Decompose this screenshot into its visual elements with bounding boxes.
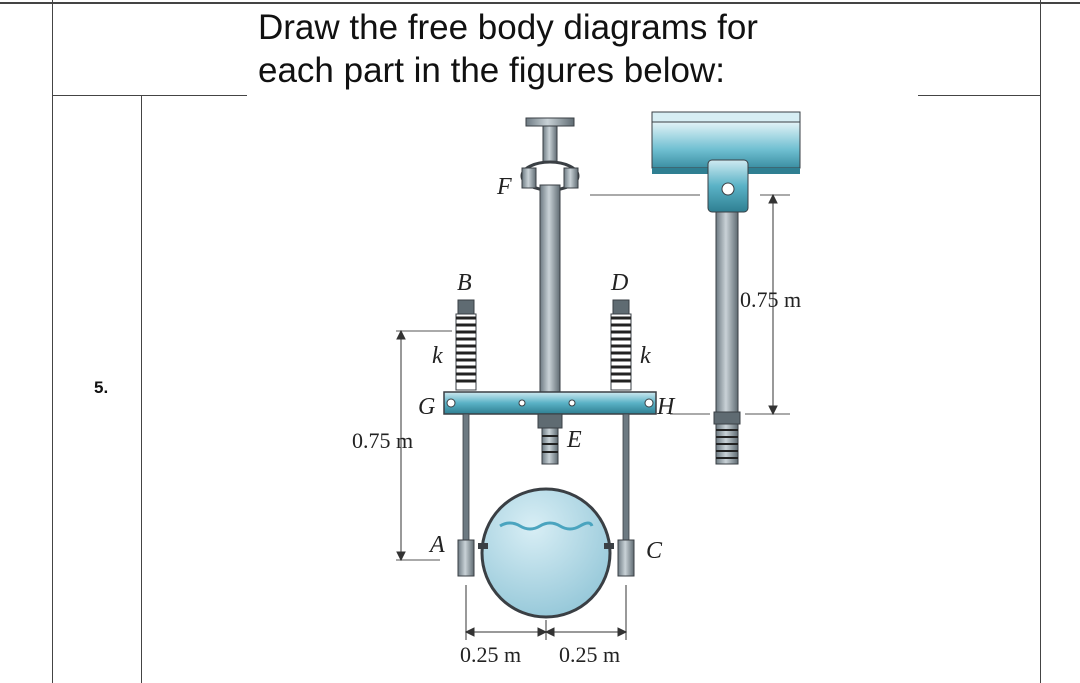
label-E: E [566,427,582,453]
dimension-left-height-label: 0.75 m [352,428,413,453]
nut-E [537,413,563,465]
pipe-hanger-rods [457,413,635,577]
dimension-right-height-label: 0.75 m [740,287,801,312]
label-k-right: k [640,343,651,369]
spring-D [610,299,632,391]
label-A: A [428,532,445,558]
label-B: B [457,270,472,296]
leader-lines [396,194,790,561]
question-number: 5. [94,378,109,397]
label-H: H [656,394,676,420]
dimension-right-height [768,193,778,416]
question-title-line-2: each part in the figures below: [258,51,725,90]
pipe-with-water [478,487,614,619]
label-D: D [610,270,628,296]
label-G: G [418,394,435,420]
table-right-border [1040,0,1041,683]
label-k-left: k [432,343,443,369]
question-title-line-1: Draw the free body diagrams for [258,8,758,47]
central-screw-rod [520,117,580,396]
dimension-bottom-right-label: 0.25 m [559,642,620,667]
table-row-divider-right [918,95,1040,96]
dimension-bottom-left-label: 0.25 m [460,642,521,667]
right-hanger-rod [707,159,749,465]
table-left-border [52,0,53,683]
horizontal-bar-GH [443,391,657,415]
dimension-bottom-widths [464,585,628,640]
spring-B [455,299,477,391]
dimension-left-height [396,329,406,562]
table-row-divider-left [52,95,247,96]
table-top-border [0,2,1080,4]
table-column-divider [141,95,142,683]
label-F: F [496,174,512,200]
question-title: Draw the free body diagrams for each par… [258,6,898,92]
label-C: C [646,538,663,564]
